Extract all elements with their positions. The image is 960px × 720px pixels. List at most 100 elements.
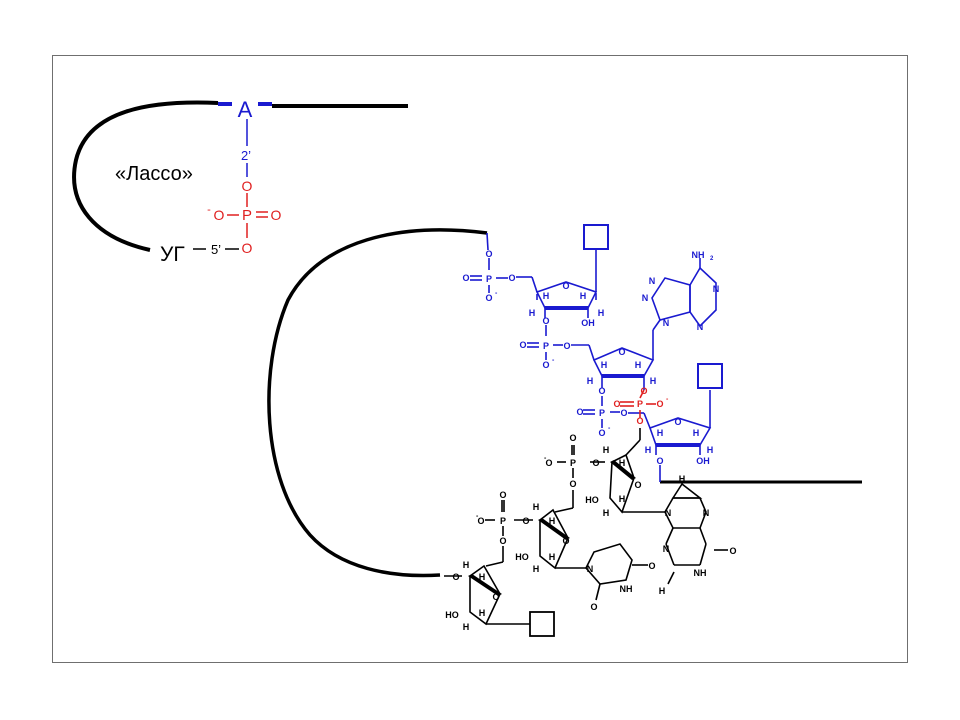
base-placeholder-box-3 (529, 611, 555, 637)
svg-text:H: H (601, 360, 608, 370)
svg-text:O: O (462, 273, 469, 283)
svg-text:H: H (598, 308, 605, 318)
svg-text:P: P (543, 341, 549, 351)
svg-text:NH: NH (694, 568, 707, 578)
svg-text:N: N (663, 544, 670, 554)
ribose-2-bold-edge (602, 374, 644, 378)
svg-text:N: N (642, 293, 649, 303)
lasso-title: «Лассо» (115, 163, 193, 185)
svg-text:H: H (549, 552, 556, 562)
svg-text:H: H (533, 564, 540, 574)
svg-text:HO: HO (445, 610, 459, 620)
svg-text:O: O (656, 456, 663, 466)
svg-text:H: H (693, 428, 700, 438)
svg-text:O: O (590, 602, 597, 612)
svg-text:NH: NH (620, 584, 633, 594)
svg-text:O: O (648, 561, 655, 571)
base-placeholder-box-2 (697, 363, 723, 389)
lasso-5prime-label: 5’ (211, 242, 221, 257)
intron-loop-strand (267, 228, 488, 578)
svg-text:O: O (613, 399, 620, 409)
ribose-b-bold-edge (468, 574, 502, 596)
red-atom-labels: O O P O - O (613, 386, 669, 426)
svg-text:H: H (529, 308, 536, 318)
svg-text:O: O (563, 341, 570, 351)
svg-text:NH: NH (692, 250, 705, 260)
svg-text:O: O (592, 458, 599, 468)
lasso-o-bottom: O (242, 240, 253, 256)
lasso-loop-strand (72, 100, 219, 252)
svg-text:H: H (619, 458, 626, 468)
svg-text:O: O (545, 458, 552, 468)
svg-text:N: N (649, 276, 656, 286)
svg-text:O: O (522, 516, 529, 526)
lasso-2prime-label: 2’ (241, 148, 251, 163)
svg-text:O: O (562, 281, 569, 291)
svg-text:O: O (485, 293, 492, 303)
lasso-o-double: O (271, 207, 282, 223)
svg-text:N: N (665, 508, 672, 518)
svg-text:O: O (729, 546, 736, 556)
lasso-ug-label: УГ (160, 243, 185, 266)
branch-phosphate (620, 389, 656, 418)
svg-text:O: O (618, 347, 625, 357)
svg-text:H: H (543, 291, 550, 301)
svg-text:H: H (587, 376, 594, 386)
black-atom-labels: O O - P O O H H HO H H O O O - P O O H H… (445, 433, 736, 632)
base-placeholder-box-1 (583, 224, 609, 250)
svg-text:-: - (666, 396, 669, 403)
ribose-u-bold-edge (538, 518, 570, 540)
svg-text:N: N (697, 322, 704, 332)
svg-text:O: O (569, 479, 576, 489)
blue-atom-labels: O O P O O - O H H H H OH O O P O O - O H… (462, 249, 719, 466)
svg-text:O: O (519, 340, 526, 350)
svg-text:H: H (635, 360, 642, 370)
svg-text:H: H (650, 376, 657, 386)
lasso-minus-sign: - (207, 204, 211, 216)
svg-text:-: - (476, 513, 479, 520)
svg-text:H: H (463, 622, 470, 632)
svg-text:O: O (576, 407, 583, 417)
svg-text:H: H (707, 445, 714, 455)
svg-text:H: H (580, 291, 587, 301)
svg-text:O: O (620, 408, 627, 418)
svg-text:O: O (656, 399, 663, 409)
svg-text:-: - (552, 357, 555, 364)
svg-text:O: O (542, 360, 549, 370)
lasso-o-negative: O (214, 207, 225, 223)
svg-text:O: O (598, 386, 605, 396)
svg-text:O: O (477, 516, 484, 526)
svg-text:O: O (674, 417, 681, 427)
svg-text:OH: OH (696, 456, 710, 466)
svg-text:O: O (499, 536, 506, 546)
svg-text:O: O (508, 273, 515, 283)
svg-text:H: H (479, 608, 486, 618)
svg-text:H: H (479, 572, 486, 582)
lasso-schematic: A 2’ O O - P O O 5’ УГ «Лассо» (72, 97, 408, 266)
ribose-1-bold-edge (545, 306, 588, 310)
svg-text:-: - (608, 425, 611, 432)
svg-text:O: O (634, 480, 641, 490)
ribose-g-bold-edge (610, 460, 636, 480)
svg-text:O: O (640, 386, 647, 396)
svg-text:OH: OH (581, 318, 595, 328)
svg-text:O: O (562, 536, 569, 546)
svg-text:H: H (463, 560, 470, 570)
ribose-3-bold-edge (656, 443, 700, 447)
svg-text:HO: HO (585, 495, 599, 505)
lasso-phosphorus: P (242, 207, 252, 224)
svg-text:O: O (485, 249, 492, 259)
svg-text:H: H (603, 508, 610, 518)
svg-text:O: O (499, 490, 506, 500)
svg-text:O: O (598, 428, 605, 438)
svg-text:N: N (663, 318, 670, 328)
svg-text:P: P (500, 516, 506, 526)
black-residues (444, 428, 728, 626)
svg-text:H: H (659, 586, 666, 596)
svg-text:P: P (486, 274, 492, 284)
svg-text:O: O (569, 433, 576, 443)
svg-text:H: H (645, 445, 652, 455)
svg-text:-: - (544, 455, 547, 462)
svg-text:H: H (533, 502, 540, 512)
